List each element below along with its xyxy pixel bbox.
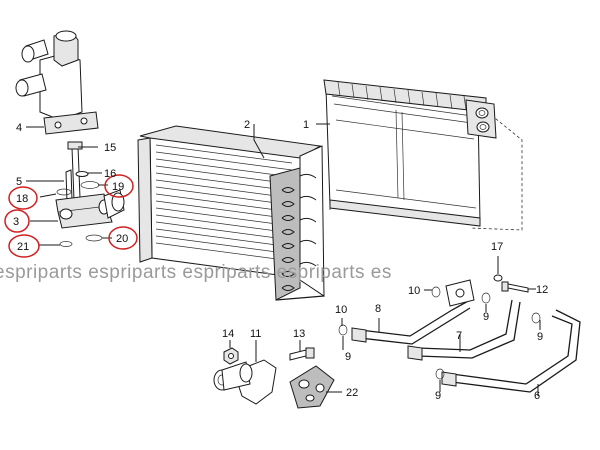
callout-9-d: 9	[435, 390, 441, 402]
drain-fittings	[213, 340, 342, 409]
highlight-21	[8, 234, 40, 258]
callout-10-a: 10	[335, 304, 347, 316]
callout-9-c: 9	[537, 331, 543, 343]
callout-21: 21	[17, 241, 29, 253]
heater-core	[316, 79, 523, 231]
callout-18: 18	[16, 193, 28, 205]
refrigerant-lines	[338, 256, 581, 396]
callout-19: 19	[112, 181, 124, 193]
watermark-text: espriparts espriparts espriparts espripa…	[0, 262, 392, 283]
highlight-20	[108, 226, 138, 250]
callout-5: 5	[16, 176, 22, 188]
callout-12: 12	[536, 284, 548, 296]
callout-labels: 1 2 3 4 5 6 7 8 9 9 9 9 10 10 11 12 13 1…	[13, 119, 548, 402]
callout-11: 11	[250, 328, 261, 340]
callout-22: 22	[346, 387, 358, 399]
highlight-markers	[4, 174, 138, 258]
water-valve	[15, 30, 99, 135]
highlight-18	[8, 186, 38, 210]
callout-6: 6	[534, 390, 540, 402]
callout-7: 7	[456, 330, 462, 342]
callout-2: 2	[244, 119, 250, 131]
callout-4: 4	[16, 122, 22, 134]
callout-9-a: 9	[345, 351, 351, 363]
callout-9-b: 9	[483, 311, 489, 323]
callout-15: 15	[104, 142, 116, 154]
callout-17: 17	[491, 241, 503, 253]
callout-14: 14	[222, 328, 234, 340]
evaporator	[137, 124, 325, 301]
callout-1: 1	[303, 119, 309, 131]
callout-20: 20	[116, 233, 128, 245]
callout-10-b: 10	[408, 285, 420, 297]
callout-3: 3	[13, 216, 19, 228]
callout-13: 13	[293, 328, 305, 340]
callout-8: 8	[375, 303, 381, 315]
expansion-valve-assembly	[26, 141, 125, 247]
highlight-3	[4, 209, 30, 233]
callout-16: 16	[104, 168, 116, 180]
highlight-19	[104, 174, 134, 198]
